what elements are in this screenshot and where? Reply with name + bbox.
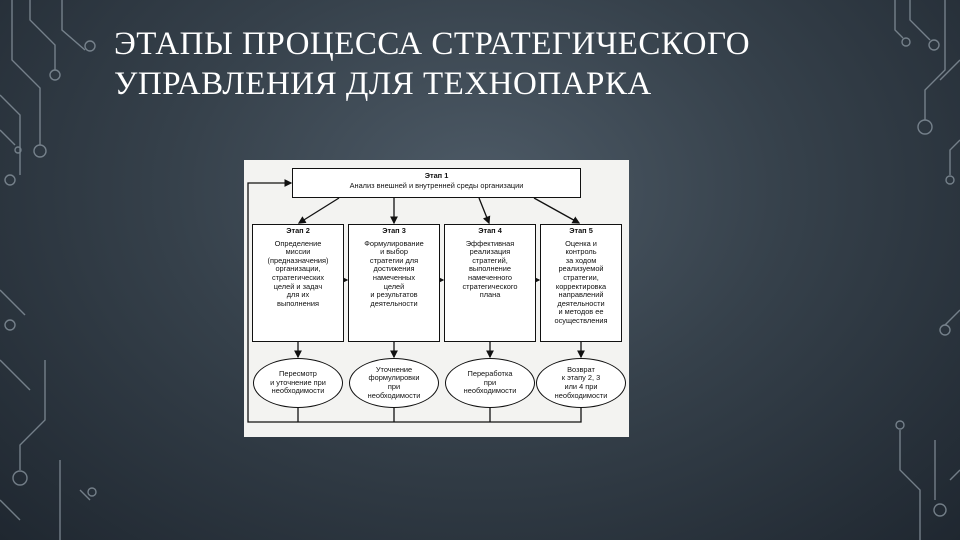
stage-2-text: Определение миссии (предназначения) орга… [267,238,329,308]
feedback-ellipse-stage-4: Переработка при необходимости [445,358,535,408]
stage-3-label: Этап 3 [382,226,406,235]
feedback-ellipse-stage-5: Возврат к этапу 2, 3 или 4 при необходим… [536,358,626,408]
stage-4-label: Этап 4 [478,226,502,235]
stage-2-box: Этап 2 Определение миссии (предназначени… [252,224,344,342]
stage-5-label: Этап 5 [569,226,593,235]
slide-title-line-2: УПРАВЛЕНИЯ ДЛЯ ТЕХНОПАРКА [114,66,652,102]
stage-2-label: Этап 2 [286,226,310,235]
stage-4-text: Эффективная реализация стратегий, выполн… [462,238,518,300]
diagram-connectors [247,179,585,423]
stage-1-text: Анализ внешней и внутренней среды органи… [349,180,524,190]
stage-5-text: Оценка и контроль за ходом реализуемой с… [554,238,608,325]
arrow-stage1-stage5 [533,197,581,224]
stage-3-text: Формулирование и выбор стратегии для дос… [364,238,424,308]
stage-1-label: Этап 1 [424,171,449,180]
stage-1-box: Этап 1 Анализ внешней и внутренней среды… [292,168,581,198]
stage-3-box: Этап 3 Формулирование и выбор стратегии … [348,224,440,342]
feedback-ellipse-stage-2: Пересмотр и уточнение при необходимости [253,358,343,408]
stage-4-box: Этап 4 Эффективная реализация стратегий,… [444,224,536,342]
strategy-process-diagram: Этап 1 Анализ внешней и внутренней среды… [244,160,629,437]
feedback-ellipse-stage-3: Уточнение формулировки при необходимости [349,358,439,408]
stage-5-box: Этап 5 Оценка и контроль за ходом реализ… [540,224,622,342]
slide-title-line-1: ЭТАПЫ ПРОЦЕССА СТРАТЕГИЧЕСКОГО [114,26,751,62]
feedback-loop-line [247,179,582,423]
arrow-stage1-stage4 [478,197,491,225]
slide-title: ЭТАПЫ ПРОЦЕССА СТРАТЕГИЧЕСКОГО УПРАВЛЕНИ… [114,24,750,104]
arrow-stage1-stage2 [297,197,340,224]
